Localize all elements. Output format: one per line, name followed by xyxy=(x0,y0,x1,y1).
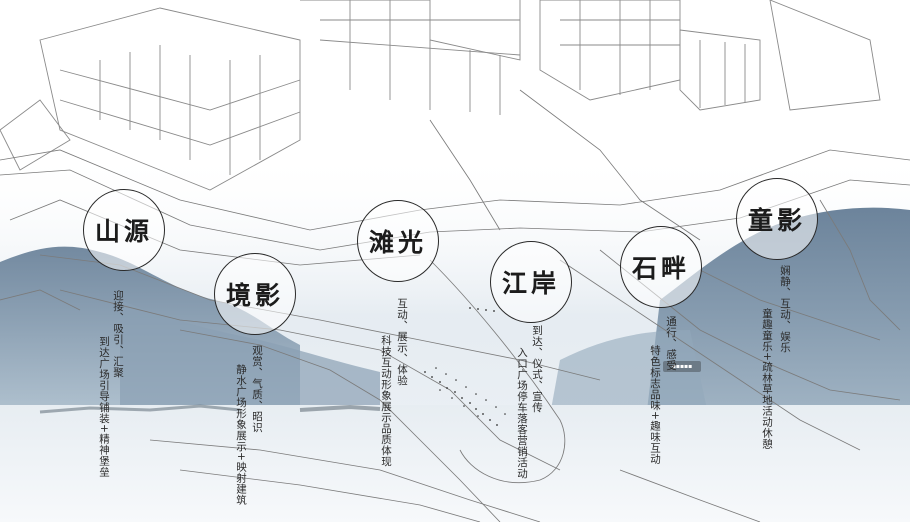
zone-desc-line-2: 科技互动形象展示品质体现 xyxy=(380,335,392,467)
zone-title: 江岸 xyxy=(501,269,560,298)
site-sign: ▪▪▪▪▪ xyxy=(663,361,701,372)
zone-title: 山源 xyxy=(94,217,153,246)
zone-desc-line-2: 童趣童乐+疏林草地活动休憩 xyxy=(761,308,773,450)
zone-desc-line-2: 入口广场停车落客营销活动 xyxy=(516,347,528,479)
zone-desc-line-1: 观赏、气质、昭识 xyxy=(251,345,263,433)
zone-title: 石畔 xyxy=(631,254,690,283)
zone-desc-line-2: 到达广场引导铺装+精神堡垒 xyxy=(98,336,110,478)
zone-desc-line-1: 迎接、吸引、汇聚 xyxy=(112,290,124,378)
zone-circle-shipan: 石畔 xyxy=(620,226,702,308)
zone-title: 境影 xyxy=(225,281,284,310)
zone-circle-shanyuan: 山源 xyxy=(83,189,165,271)
zone-desc-line-1: 互动、展示、体验 xyxy=(396,298,408,386)
zone-circle-tongying: 童影 xyxy=(736,178,818,260)
zone-desc-line-2: 静水广场形象展示+映射建筑 xyxy=(235,364,247,506)
zone-desc-line-1: 到达、仪式、宣传 xyxy=(531,325,543,413)
zone-circle-jiangan: 江岸 xyxy=(490,241,572,323)
zone-title: 童影 xyxy=(747,206,806,235)
zone-circle-jingying: 境影 xyxy=(214,253,296,335)
zone-desc-line-2: 特色标志品味+趣味互动 xyxy=(649,345,661,465)
zone-title: 滩光 xyxy=(368,228,427,257)
zone-circle-tanguang: 滩光 xyxy=(357,200,439,282)
zone-desc-line-1: 娴静、互动、娱乐 xyxy=(779,265,791,353)
zone-desc-line-1: 通行、感受 xyxy=(665,316,677,371)
